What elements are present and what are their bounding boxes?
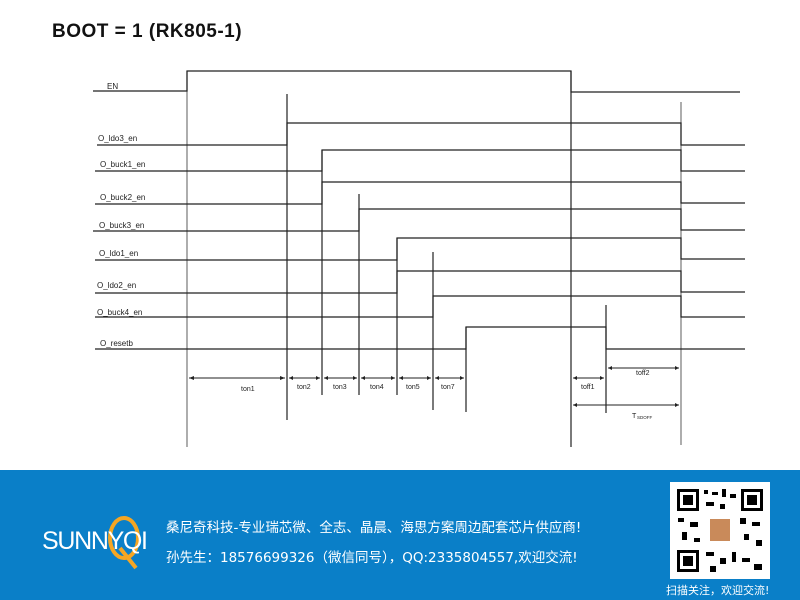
footer-tagline: 桑尼奇科技-专业瑞芯微、全志、晶晨、海思方案周边配套芯片供应商! bbox=[166, 520, 582, 536]
wave-ldo3 bbox=[97, 122, 745, 146]
label-ldo1: O_ldo1_en bbox=[99, 249, 138, 258]
label-ton5: ton5 bbox=[406, 384, 420, 391]
label-toff2: toff2 bbox=[636, 370, 650, 377]
wave-buck3 bbox=[93, 208, 745, 232]
label-ton4: ton4 bbox=[370, 384, 384, 391]
label-buck1: O_buck1_en bbox=[100, 160, 145, 169]
label-ton3: ton3 bbox=[333, 384, 347, 391]
timing-diagram: EN O_ldo3_en O_buck1_en O_buck2_en O_buc… bbox=[93, 70, 745, 447]
wave-en bbox=[93, 70, 740, 93]
label-buck2: O_buck2_en bbox=[100, 193, 145, 202]
label-ldo2: O_ldo2_en bbox=[97, 281, 136, 290]
footer-banner: SUNNYQI 桑尼奇科技-专业瑞芯微、全志、晶晨、海思方案周边配套芯片供应商!… bbox=[0, 470, 800, 600]
label-ton7: ton7 bbox=[441, 384, 455, 391]
label-tsdoff: T bbox=[632, 413, 637, 420]
label-resetb: O_resetb bbox=[100, 339, 133, 348]
wave-buck4 bbox=[95, 295, 745, 318]
wave-ldo1 bbox=[95, 237, 745, 261]
footer-contact: 孙先生：18576699326（微信同号），QQ:2335804557,欢迎交流… bbox=[166, 550, 578, 566]
svg-text:SUNNYQI: SUNNYQI bbox=[42, 527, 148, 555]
label-ton2: ton2 bbox=[297, 384, 311, 391]
avatar bbox=[710, 519, 730, 541]
label-ton1: ton1 bbox=[241, 386, 255, 393]
label-toff1: toff1 bbox=[581, 384, 595, 391]
label-buck4: O_buck4_en bbox=[97, 308, 142, 317]
diagram-title: BOOT = 1 (RK805-1) bbox=[52, 21, 243, 42]
wave-buck2 bbox=[95, 181, 745, 205]
label-tsdoff-sub: SDOFF bbox=[637, 415, 653, 420]
wave-resetb bbox=[95, 326, 745, 350]
wave-buck1 bbox=[95, 149, 745, 172]
label-en: EN bbox=[107, 82, 118, 91]
label-ldo3: O_ldo3_en bbox=[98, 134, 137, 143]
label-buck3: O_buck3_en bbox=[99, 221, 144, 230]
wave-ldo2 bbox=[95, 270, 745, 294]
qr-code[interactable] bbox=[670, 482, 770, 579]
sunnyqi-logo: SUNNYQI bbox=[42, 516, 148, 570]
qr-caption: 扫描关注，欢迎交流! bbox=[666, 584, 770, 597]
